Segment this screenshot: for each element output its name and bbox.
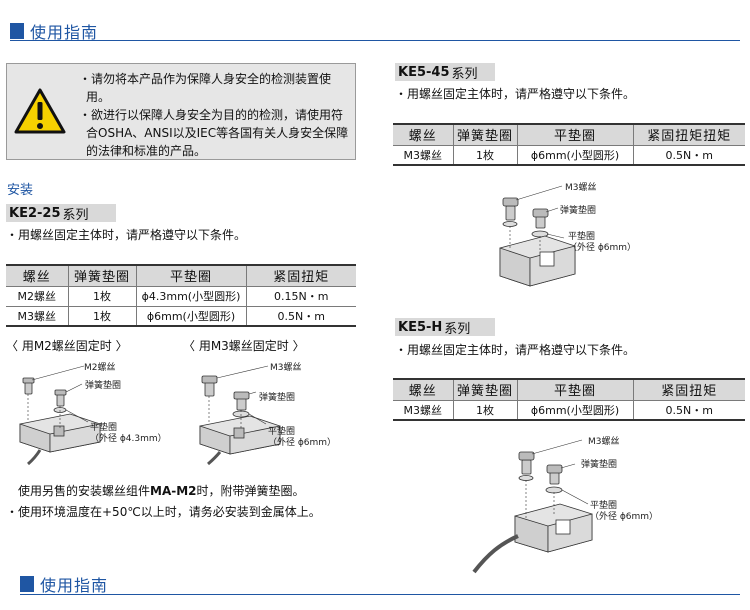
header-divider bbox=[20, 594, 740, 595]
accessory-note-c: 时，附带弹簧垫圈。 bbox=[196, 484, 305, 498]
fig-m3-flat-label: 平垫圈 bbox=[268, 427, 296, 437]
table-cell: 0.15N・m bbox=[245, 285, 356, 307]
warning-triangle-icon bbox=[14, 88, 66, 134]
series-label-ke5-45: KE5-45 系列 bbox=[395, 63, 495, 82]
table-header-row: 螺丝 弹簧垫圈 平垫圈 紧固扭矩 bbox=[393, 378, 745, 401]
fig-ke5-45-spring-label: 弹簧垫圈 bbox=[560, 206, 597, 216]
caption-m3: 〈 用M3螺丝固定时 〉 bbox=[183, 339, 305, 353]
fig-m2-spring-label: 弹簧垫圈 bbox=[85, 381, 122, 391]
table-header-cell: 螺丝 bbox=[393, 123, 454, 146]
table-cell: 1枚 bbox=[452, 144, 518, 166]
fig-ke5-45-screw-label: M3螺丝 bbox=[565, 183, 597, 193]
section-header-title: 使用指南 bbox=[40, 576, 109, 595]
series-suffix: 系列 bbox=[444, 321, 471, 337]
fig-ke5-h-screw-label: M3螺丝 bbox=[588, 437, 620, 447]
header-square-icon bbox=[10, 23, 24, 39]
table-header-cell: 紧固扭矩扭矩 bbox=[632, 123, 745, 146]
table-row: M2螺丝 1枚 ϕ4.3mm(小型圆形) 0.15N・m bbox=[6, 285, 356, 307]
fig-ke5-45-flat-dim: （外径 ϕ6mm） bbox=[568, 243, 637, 253]
section-header-title: 使用指南 bbox=[30, 23, 99, 42]
fig-m2-flat-label: 平垫圈 bbox=[90, 423, 118, 433]
table-cell: ϕ6mm(小型圆形) bbox=[135, 305, 247, 327]
table-row: M3螺丝 1枚 ϕ6mm(小型圆形) 0.5N・m bbox=[6, 305, 356, 327]
series-label-ke5-h: KE5-H 系列 bbox=[395, 318, 495, 337]
warning-line: ・请勿将本产品作为保障人身安全的检测装置使用。 bbox=[79, 72, 332, 104]
fig-ke5-h-spring-label: 弹簧垫圈 bbox=[581, 460, 618, 470]
accessory-note-a: 使用另售的安装螺丝组件 bbox=[18, 484, 151, 498]
table-header-cell: 平垫圈 bbox=[135, 264, 247, 287]
table-header-row: 螺丝 弹簧垫圈 平垫圈 紧固扭矩扭矩 bbox=[393, 123, 745, 146]
fig-m3-spring-label: 弹簧垫圈 bbox=[259, 393, 296, 403]
table-cell: M3螺丝 bbox=[393, 144, 454, 166]
temperature-note: ・使用环境温度在+50℃以上时，请务必安装到金属体上。 bbox=[6, 505, 321, 519]
table-header-cell: 螺丝 bbox=[393, 378, 454, 401]
table-cell: 0.5N・m bbox=[632, 144, 745, 166]
mounting-diagram-m2 bbox=[19, 365, 101, 466]
table-header-cell: 平垫圈 bbox=[516, 123, 634, 146]
fig-ke5-h-flat-dim: （外径 ϕ6mm） bbox=[590, 512, 659, 522]
table-cell: 1枚 bbox=[67, 285, 137, 307]
install-title: 安装 bbox=[7, 183, 34, 198]
table-cell: M3螺丝 bbox=[393, 399, 454, 421]
section-header-bottom: 使用指南 bbox=[20, 572, 108, 596]
series-suffix: 系列 bbox=[62, 207, 89, 223]
table-cell: 0.5N・m bbox=[632, 399, 745, 421]
table-cell: M3螺丝 bbox=[6, 305, 69, 327]
series-name: KE5-45 bbox=[398, 64, 450, 80]
warning-text: ・请勿将本产品作为保障人身安全的检测装置使用。 ・欲进行以保障人身安全为目的的检… bbox=[79, 70, 351, 160]
table-header-cell: 紧固扭矩 bbox=[632, 378, 745, 401]
ke5-45-spec-table: 螺丝 弹簧垫圈 平垫圈 紧固扭矩扭矩 M3螺丝 1枚 ϕ6mm(小型圆形) 0.… bbox=[393, 123, 745, 166]
table-row: M3螺丝 1枚 ϕ6mm(小型圆形) 0.5N・m bbox=[393, 144, 745, 166]
series-name: KE5-H bbox=[398, 319, 443, 335]
fig-ke5-h-flat-label: 平垫圈 bbox=[590, 501, 618, 511]
table-cell: 0.5N・m bbox=[245, 305, 356, 327]
table-header-cell: 紧固扭矩 bbox=[245, 264, 356, 287]
table-cell: ϕ6mm(小型圆形) bbox=[516, 144, 634, 166]
table-cell: 1枚 bbox=[452, 399, 518, 421]
ke2-25-spec-table: 螺丝 弹簧垫圈 平垫圈 紧固扭矩 M2螺丝 1枚 ϕ4.3mm(小型圆形) 0.… bbox=[6, 264, 356, 327]
series-name: KE2-25 bbox=[9, 205, 61, 221]
mounting-diagram-ke5-h bbox=[472, 439, 593, 574]
fig-m2-screw-label: M2螺丝 bbox=[84, 363, 116, 373]
fig-m3-flat-dim: （外径 ϕ6mm） bbox=[268, 438, 337, 448]
fig-m3-screw-label: M3螺丝 bbox=[270, 363, 302, 373]
table-cell: M2螺丝 bbox=[6, 285, 69, 307]
warning-box: ・请勿将本产品作为保障人身安全的检测装置使用。 ・欲进行以保障人身安全为目的的检… bbox=[6, 63, 356, 160]
series-label-ke2-25: KE2-25 系列 bbox=[6, 204, 116, 223]
table-header-cell: 弹簧垫圈 bbox=[452, 123, 518, 146]
table-cell: 1枚 bbox=[67, 305, 137, 327]
table-header-cell: 螺丝 bbox=[6, 264, 69, 287]
header-square-icon bbox=[20, 576, 34, 592]
caption-m2: 〈 用M2螺丝固定时 〉 bbox=[6, 339, 128, 353]
table-header-cell: 弹簧垫圈 bbox=[67, 264, 137, 287]
ke5-45-note: ・用螺丝固定主体时，请严格遵守以下条件。 bbox=[395, 87, 636, 101]
accessory-model: MA-M2 bbox=[150, 484, 197, 498]
table-header-row: 螺丝 弹簧垫圈 平垫圈 紧固扭矩 bbox=[6, 264, 356, 287]
ke5-h-note: ・用螺丝固定主体时，请严格遵守以下条件。 bbox=[395, 343, 636, 357]
ke2-25-note: ・用螺丝固定主体时，请严格遵守以下条件。 bbox=[6, 228, 247, 242]
table-header-cell: 弹簧垫圈 bbox=[452, 378, 518, 401]
mounting-diagram-ke5-45 bbox=[499, 185, 576, 287]
table-cell: ϕ4.3mm(小型圆形) bbox=[135, 285, 247, 307]
header-divider bbox=[10, 40, 740, 41]
table-row: M3螺丝 1枚 ϕ6mm(小型圆形) 0.5N・m bbox=[393, 399, 745, 421]
section-header-top: 使用指南 bbox=[10, 19, 98, 43]
warning-line: ・欲进行以保障人身安全为目的的检测，请使用符合OSHA、ANSI以及IEC等各国… bbox=[79, 108, 349, 158]
fig-m2-flat-dim: （外径 ϕ4.3mm） bbox=[90, 434, 167, 444]
fig-ke5-45-flat-label: 平垫圈 bbox=[568, 232, 596, 242]
accessory-note: 使用另售的安装螺丝组件MA-M2时，附带弹簧垫圈。 bbox=[18, 482, 305, 499]
table-cell: ϕ6mm(小型圆形) bbox=[516, 399, 634, 421]
series-suffix: 系列 bbox=[451, 66, 478, 82]
mounting-diagram-m3 bbox=[199, 365, 281, 466]
table-header-cell: 平垫圈 bbox=[516, 378, 634, 401]
ke5-h-spec-table: 螺丝 弹簧垫圈 平垫圈 紧固扭矩 M3螺丝 1枚 ϕ6mm(小型圆形) 0.5N… bbox=[393, 378, 745, 421]
